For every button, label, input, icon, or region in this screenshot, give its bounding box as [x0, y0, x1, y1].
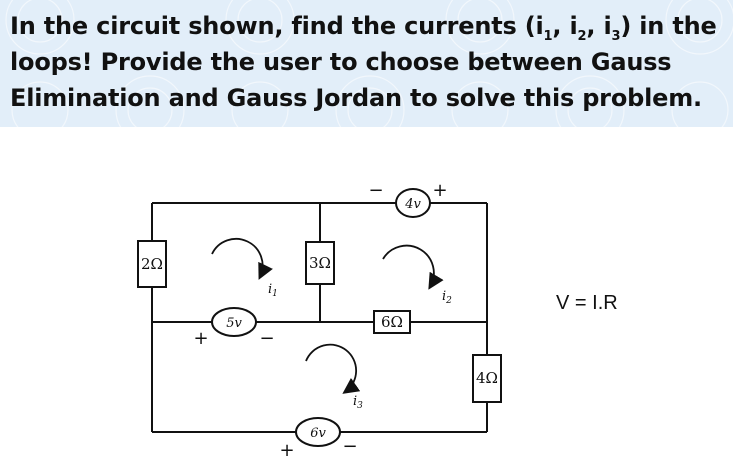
- source-5v: 5v + −: [193, 307, 275, 349]
- source-4v-plus: +: [432, 180, 447, 201]
- question-part1: In the circuit shown, find the currents …: [10, 12, 544, 40]
- source-4v: 4v − +: [368, 180, 448, 218]
- wires: [151, 202, 488, 433]
- current-arrow-i1: i1: [211, 237, 278, 299]
- source-6v-minus: −: [342, 436, 357, 457]
- question-sep2: , i: [586, 12, 612, 40]
- resistor-6ohm-label: 6Ω: [381, 313, 403, 331]
- source-5v-label: 5v: [226, 316, 242, 331]
- question-sub1: 1: [543, 28, 553, 44]
- source-4v-minus: −: [368, 180, 383, 201]
- circuit-diagram: 2Ω 3Ω 6Ω 4Ω 4v − + 5v + − 6v + − i1 i2: [137, 180, 502, 459]
- resistor-3ohm: 3Ω: [305, 241, 335, 285]
- current-arrow-i2: i2: [382, 244, 452, 306]
- ohm-law-formula: V = I.R: [556, 292, 618, 314]
- resistor-2ohm-label: 2Ω: [141, 255, 163, 273]
- question-sub2: 2: [577, 28, 587, 44]
- resistor-2ohm: 2Ω: [137, 240, 167, 288]
- source-5v-minus: −: [259, 328, 274, 349]
- question-part2: ) in the loops! Provide the user to choo…: [10, 12, 717, 112]
- current-i3-label: i3: [353, 394, 363, 411]
- wave-pattern: [5, 0, 733, 127]
- question-sub3: 3: [611, 28, 621, 44]
- current-i2-label: i2: [442, 289, 452, 306]
- source-4v-label: 4v: [404, 197, 421, 212]
- source-6v-label: 6v: [310, 426, 326, 441]
- source-5v-plus: +: [193, 328, 208, 349]
- resistor-4ohm: 4Ω: [472, 354, 502, 403]
- source-6v-plus: +: [279, 440, 294, 459]
- current-i1-label: i1: [268, 282, 278, 299]
- source-6v: 6v + −: [279, 417, 358, 459]
- resistor-3ohm-label: 3Ω: [309, 254, 331, 272]
- resistor-6ohm: 6Ω: [373, 310, 411, 334]
- question-text: In the circuit shown, find the currents …: [10, 8, 730, 116]
- question-banner: In the circuit shown, find the currents …: [0, 0, 733, 127]
- question-sep1: , i: [552, 12, 578, 40]
- resistor-4ohm-label: 4Ω: [476, 369, 498, 387]
- current-arrow-i3: i3: [305, 343, 363, 411]
